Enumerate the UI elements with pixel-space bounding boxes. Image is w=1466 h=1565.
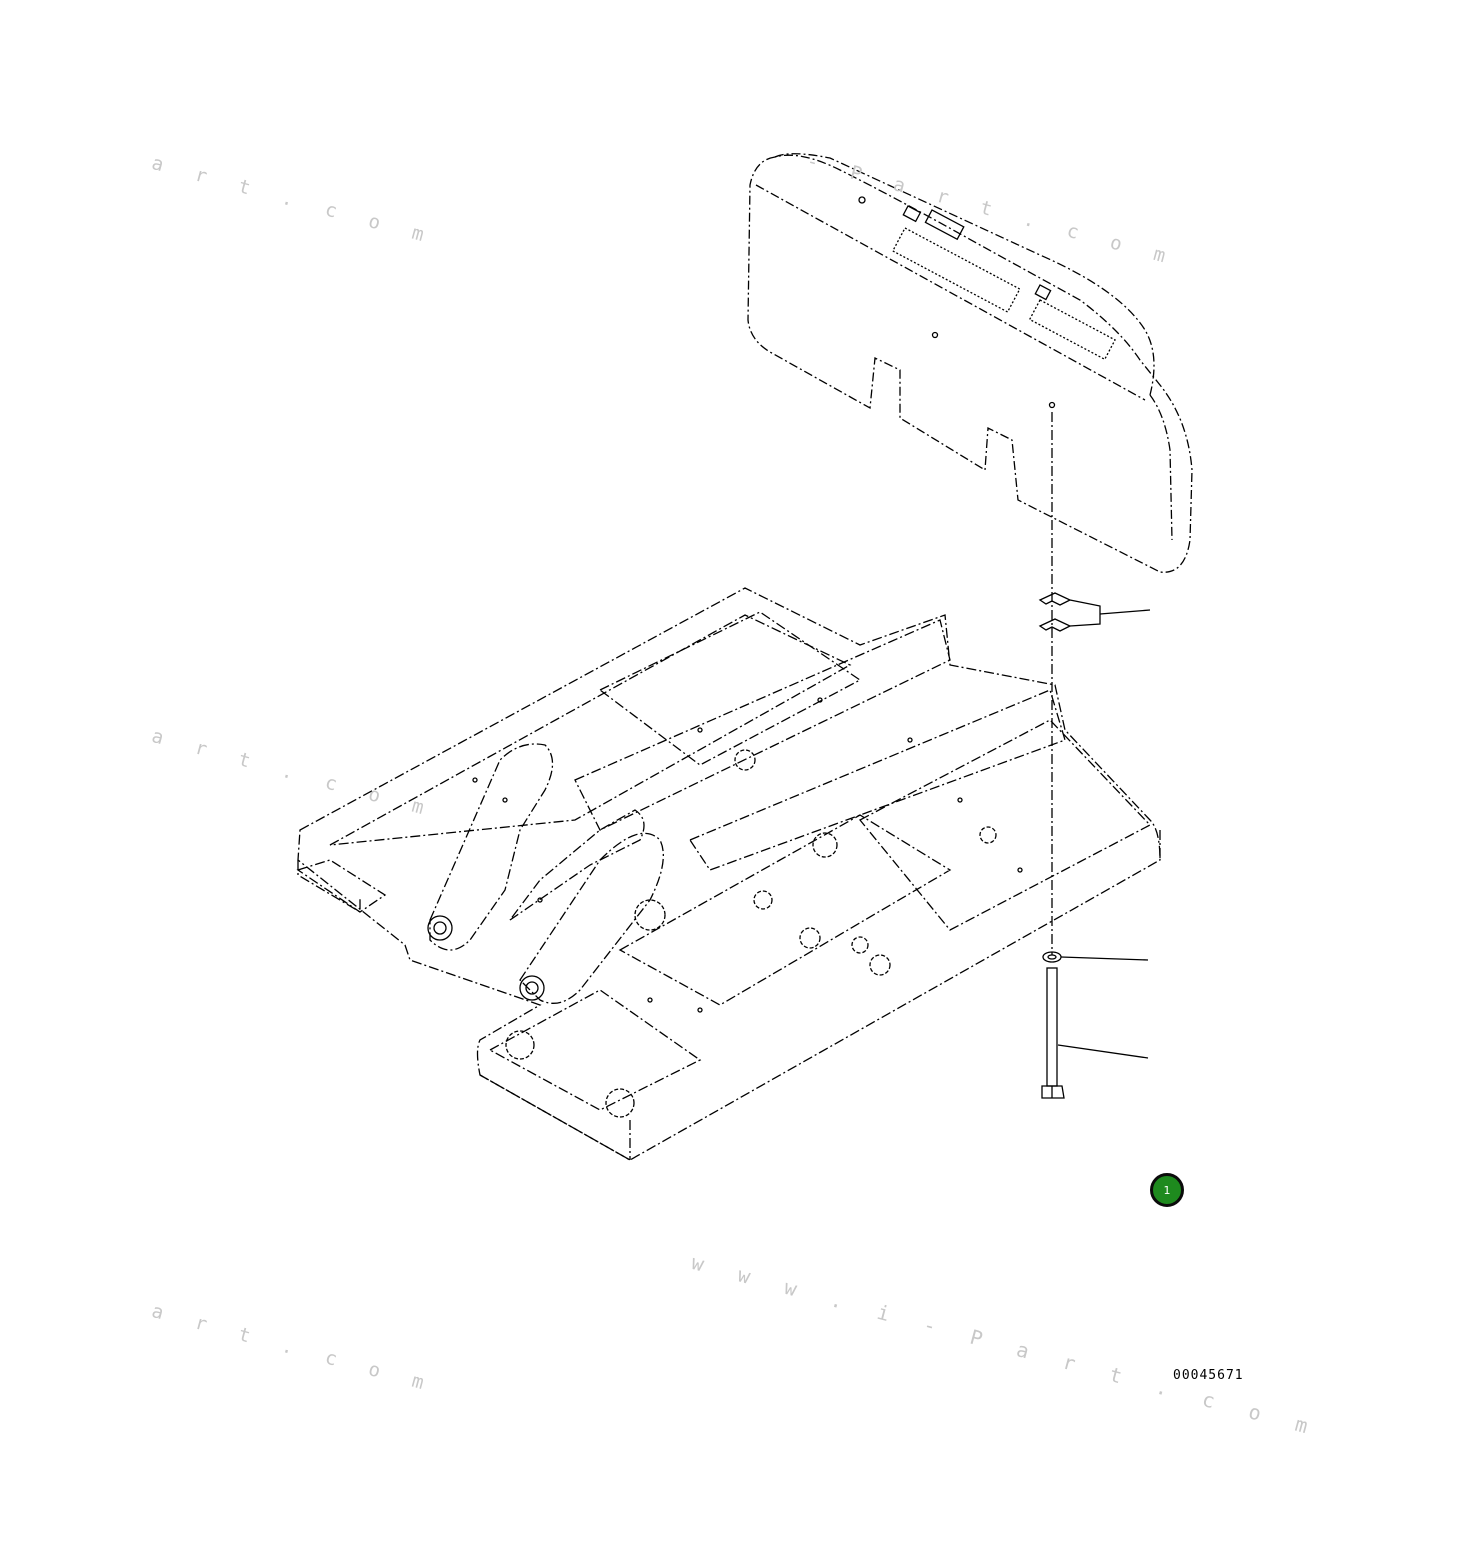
frame-details	[427, 697, 1023, 1118]
washer	[1042, 951, 1149, 963]
revolving-frame	[296, 587, 1161, 1161]
shim-pair	[1038, 592, 1151, 632]
callout-label: 1	[1163, 1183, 1171, 1197]
bolt	[1041, 967, 1149, 1099]
drawing-number: 00045671	[1173, 1368, 1244, 1383]
part-callout-marker[interactable]: 1	[1150, 1173, 1184, 1207]
counterweight-details	[858, 196, 1116, 409]
counterweight	[747, 153, 1193, 573]
